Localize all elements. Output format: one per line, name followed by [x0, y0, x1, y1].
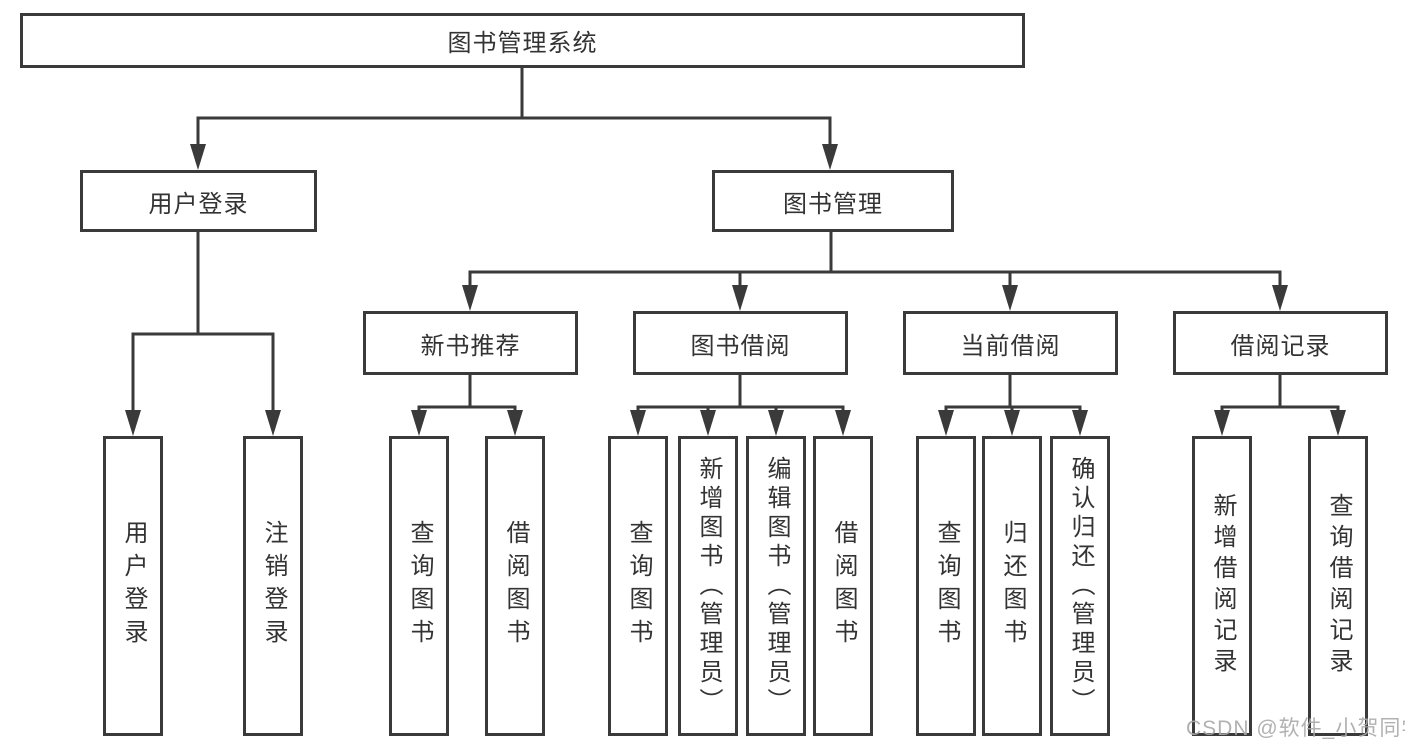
node-root: 图书管理系统 [20, 13, 1025, 68]
leaf-bb-query-books-label: 查询图书 [625, 520, 652, 652]
csdn-watermark: CSDN @软件_小贺同学 [1186, 717, 1405, 740]
leaf-cb-confirm-return: 确认归还（管理员） [1050, 436, 1110, 736]
leaf-nbr-borrow-books: 借阅图书 [485, 436, 545, 736]
leaf-cb-return-books: 归还图书 [982, 436, 1042, 736]
leaf-user-login-label: 用户登录 [120, 520, 147, 652]
leaf-logout: 注销登录 [243, 436, 303, 736]
connector-bookborrow-to-leaves [630, 375, 851, 436]
node-user-login: 用户登录 [80, 170, 317, 232]
node-user-login-label: 用户登录 [148, 190, 249, 218]
node-borrow-records-label: 借阅记录 [1230, 332, 1331, 360]
leaf-cb-confirm-return-label: 确认归还（管理员） [1067, 455, 1094, 717]
leaf-br-query-record: 查询借阅记录 [1308, 436, 1368, 736]
leaf-nbr-borrow-books-label: 借阅图书 [502, 520, 529, 652]
leaf-bb-edit-books-label: 编辑图书（管理员） [763, 455, 790, 717]
connector-root-to-level2 [190, 66, 838, 170]
connector-borrowrecords-to-leaves [1214, 375, 1346, 436]
node-book-mgmt: 图书管理 [712, 170, 954, 232]
connector-currentborrow-to-leaves [938, 375, 1088, 436]
leaf-nbr-query-books: 查询图书 [389, 436, 449, 736]
leaf-bb-edit-books: 编辑图书（管理员） [746, 436, 806, 736]
leaf-br-add-record-label: 新增借阅记录 [1209, 493, 1236, 679]
leaf-nbr-query-books-label: 查询图书 [406, 520, 433, 652]
node-current-borrow-label: 当前借阅 [960, 332, 1061, 360]
node-root-label: 图书管理系统 [447, 30, 598, 57]
leaf-bb-borrow-books-label: 借阅图书 [830, 520, 857, 652]
leaf-bb-add-books: 新增图书（管理员） [678, 436, 738, 736]
leaf-bb-query-books: 查询图书 [608, 436, 668, 736]
leaf-bb-borrow-books: 借阅图书 [813, 436, 873, 736]
connector-newbookrec-to-leaves [411, 375, 523, 436]
node-book-borrow-label: 图书借阅 [690, 332, 791, 360]
node-book-mgmt-label: 图书管理 [783, 190, 883, 218]
leaf-cb-query-books: 查询图书 [916, 436, 976, 736]
leaf-bb-add-books-label: 新增图书（管理员） [695, 455, 722, 717]
leaf-cb-query-books-label: 查询图书 [933, 520, 960, 652]
connector-bookmgmt-to-level3 [462, 232, 1288, 311]
leaf-user-login: 用户登录 [103, 436, 163, 736]
leaf-cb-return-books-label: 归还图书 [999, 520, 1026, 652]
connector-userlogin-to-leaves [125, 232, 281, 436]
leaf-logout-label: 注销登录 [260, 520, 287, 652]
node-new-book-rec: 新书推荐 [363, 311, 578, 375]
node-borrow-records: 借阅记录 [1173, 311, 1388, 375]
leaf-br-add-record: 新增借阅记录 [1192, 436, 1252, 736]
node-new-book-rec-label: 新书推荐 [420, 332, 521, 360]
node-book-borrow: 图书借阅 [633, 311, 848, 375]
leaf-br-query-record-label: 查询借阅记录 [1325, 493, 1352, 679]
node-current-borrow: 当前借阅 [903, 311, 1118, 375]
